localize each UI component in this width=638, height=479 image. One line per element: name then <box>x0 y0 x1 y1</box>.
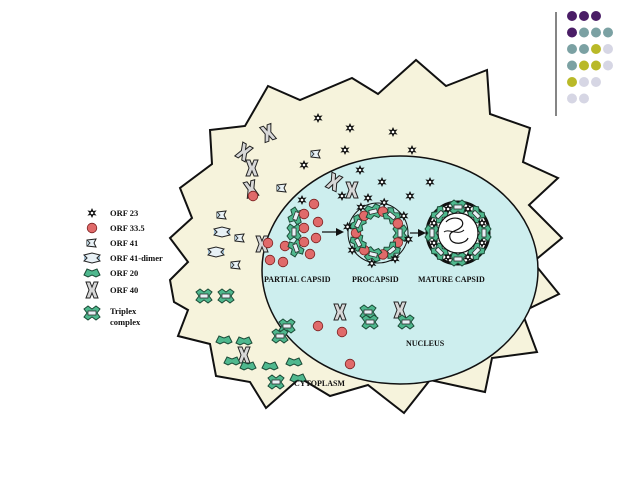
orf20-icon <box>83 268 101 278</box>
triplex-icon <box>83 305 101 321</box>
orf23-icon <box>87 208 97 218</box>
corner-dot <box>591 60 601 71</box>
corner-dot <box>591 44 601 54</box>
corner-dot <box>591 77 601 87</box>
label-mature-capsid: MATURE CAPSID <box>418 275 485 284</box>
corner-dot <box>591 27 601 38</box>
corner-dot <box>567 11 577 21</box>
legend-label-orf40: ORF 40 <box>110 285 138 295</box>
mature-capsid <box>424 199 492 267</box>
corner-dot <box>579 27 589 38</box>
legend-label-orf20: ORF 20 <box>110 268 138 278</box>
nucleus-outline <box>261 155 539 385</box>
corner-dot <box>579 93 589 104</box>
legend-label-orf23: ORF 23 <box>110 208 138 218</box>
legend-label-triplex-line2: complex <box>110 317 141 327</box>
corner-dot-grid <box>567 11 613 104</box>
orf33-icon <box>86 222 98 234</box>
assembly-arrow <box>322 228 344 236</box>
corner-dot <box>579 77 589 87</box>
legend-label-orf41: ORF 41 <box>110 238 138 248</box>
corner-dot <box>567 93 577 104</box>
corner-dot <box>579 60 589 71</box>
maturation-arrow <box>410 229 426 237</box>
orf41-dimer-icon <box>83 252 101 264</box>
corner-dot <box>567 60 577 71</box>
corner-dot <box>603 60 613 71</box>
corner-dot <box>579 44 589 54</box>
label-nucleus: NUCLEUS <box>406 339 445 348</box>
legend-label-orf33: ORF 33.5 <box>110 223 145 233</box>
corner-dot <box>579 11 589 21</box>
corner-dot <box>603 27 613 38</box>
orf40-icon <box>85 281 99 299</box>
procapsid-scaffold-sphere <box>392 218 403 229</box>
label-procapsid: PROCAPSID <box>352 275 399 284</box>
legend-label-triplex-line1: Triplex <box>110 306 137 316</box>
procapsid <box>343 197 413 269</box>
corner-dot <box>567 27 577 38</box>
legend-label-orf41-dimer: ORF 41-dimer <box>110 253 163 263</box>
label-cytoplasm: CYTOPLASM <box>294 379 345 388</box>
corner-dot <box>567 77 577 87</box>
label-partial-capsid: PARTIAL CAPSID <box>264 275 331 284</box>
legend: ORF 23 ORF 33.5 ORF 41 ORF 41-dimer ORF … <box>83 208 163 327</box>
orf41-icon <box>86 238 97 248</box>
corner-dot <box>567 44 577 54</box>
corner-dot <box>603 44 613 54</box>
corner-dot <box>591 11 601 21</box>
